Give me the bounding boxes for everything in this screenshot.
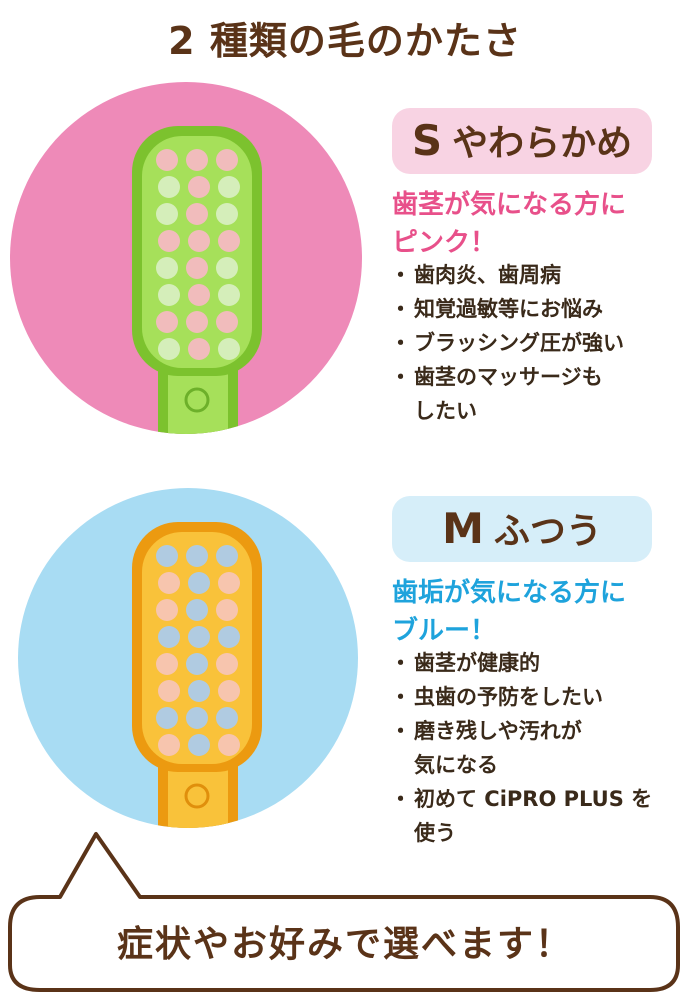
bristle-tuft (186, 599, 208, 621)
medium-headline-line2: ブルー！ (392, 616, 497, 646)
bristle-tuft (218, 734, 240, 756)
soft-headline-line1: 歯茎が気になる方に (392, 190, 627, 220)
soft-word: やわらかめ (452, 123, 633, 164)
bristle-tuft (216, 203, 238, 225)
bristle-tuft (188, 284, 210, 306)
medium-feature-list: 歯茎が健康的 虫歯の予防をしたい 磨き残しや汚れが 気になる 初めて CiPRO… (390, 646, 652, 850)
list-item: 歯茎が健康的 (390, 646, 652, 680)
bubble-text: 症状やお好みで選べます！ (116, 924, 573, 965)
medium-toothbrush-image (18, 488, 358, 828)
list-item: 初めて CiPRO PLUS を (390, 782, 652, 816)
bristle-tuft (216, 599, 238, 621)
bristle-tuft (158, 734, 180, 756)
medium-word: ふつう (493, 511, 602, 552)
bristle-tuft (156, 149, 178, 171)
bristle-tuft (218, 338, 240, 360)
bristle-tuft (186, 149, 208, 171)
page-title: 2 種類の毛のかたさ (168, 19, 522, 63)
list-item: 歯肉炎、歯周病 (390, 258, 624, 292)
bristle-tuft (188, 626, 210, 648)
soft-letter: S (411, 116, 443, 165)
bristle-tuft (218, 572, 240, 594)
bristle-tuft (158, 230, 180, 252)
bristle-tuft (186, 707, 208, 729)
bristle-tuft (156, 599, 178, 621)
list-item: 知覚過敏等にお悩み (390, 292, 624, 326)
bristle-tuft (158, 284, 180, 306)
bristle-tuft (218, 626, 240, 648)
bristle-tuft (156, 203, 178, 225)
medium-brush-illustration (132, 522, 262, 828)
bristle-tuft (216, 653, 238, 675)
bristle-tuft (216, 257, 238, 279)
bristle-tuft (218, 176, 240, 198)
bristle-tuft (188, 230, 210, 252)
bristle-tuft (156, 707, 178, 729)
list-item: 歯茎のマッサージも (390, 360, 624, 394)
bristle-tuft (158, 338, 180, 360)
bristle-tuft (158, 626, 180, 648)
bristle-tuft (186, 653, 208, 675)
bristle-tuft (156, 311, 178, 333)
bristle-tuft (186, 257, 208, 279)
list-item-continuation: したい (414, 399, 477, 423)
bristle-tuft (158, 572, 180, 594)
soft-toothbrush-image (10, 82, 362, 434)
soft-headline-line2: ピンク！ (392, 228, 497, 258)
soft-feature-list: 歯肉炎、歯周病 知覚過敏等にお悩み ブラッシング圧が強い 歯茎のマッサージも し… (390, 258, 624, 428)
bristle-tuft (218, 230, 240, 252)
bristle-tuft (158, 176, 180, 198)
list-item: 虫歯の予防をしたい (390, 680, 652, 714)
medium-headline-line1: 歯垢が気になる方に (392, 578, 627, 608)
bristle-tuft (188, 338, 210, 360)
bristle-tuft (188, 176, 210, 198)
list-item-continuation: 使う (414, 821, 456, 845)
bristle-tuft (186, 545, 208, 567)
bristle-tuft (218, 284, 240, 306)
bristle-tuft (186, 311, 208, 333)
bristle-tuft (186, 203, 208, 225)
bristle-tuft (188, 572, 210, 594)
medium-headline: 歯垢が気になる方に ブルー！ (392, 574, 626, 650)
soft-brush-illustration (132, 126, 262, 434)
soft-headline: 歯茎が気になる方に ピンク！ (392, 186, 626, 262)
bristle-tuft (216, 545, 238, 567)
bristle-tuft (156, 257, 178, 279)
bristle-tuft (158, 680, 180, 702)
bristle-tuft (216, 311, 238, 333)
bristle-tuft (216, 707, 238, 729)
bristle-tuft (156, 545, 178, 567)
bristle-tuft (188, 680, 210, 702)
list-item: 磨き残しや汚れが (390, 714, 652, 748)
bristle-tuft (218, 680, 240, 702)
bristle-tuft (188, 734, 210, 756)
list-item: ブラッシング圧が強い (390, 326, 624, 360)
bristle-tuft (156, 653, 178, 675)
list-item-continuation: 気になる (414, 753, 498, 777)
bristle-tuft (216, 149, 238, 171)
medium-letter: M (442, 504, 484, 553)
